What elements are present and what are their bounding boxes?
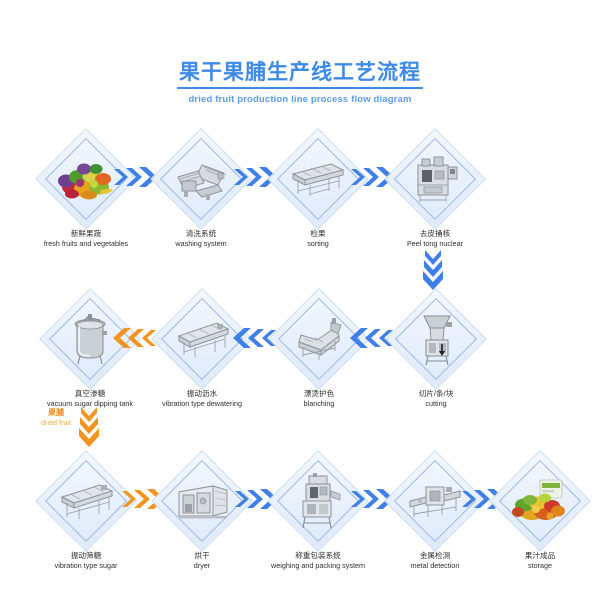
arrow-row2-3	[350, 325, 394, 351]
node-caption-cn: 检果	[310, 229, 326, 238]
peeling-machine-icon	[403, 147, 467, 211]
diamond-frame	[267, 128, 369, 230]
fruit-pile-icon	[54, 147, 118, 211]
node-caption: 切片/条/块 cutting	[390, 389, 482, 409]
node-caption-cn: 新鲜果蔬	[70, 229, 102, 238]
node-sorting[interactable]: 检果 sorting	[267, 128, 369, 248]
cutting-machine-icon	[404, 307, 468, 371]
node-caption-cn: 振动沥水	[186, 389, 218, 398]
node-caption: 称重包装系统 weighing and packing system	[248, 551, 388, 571]
diamond-frame	[39, 288, 141, 390]
node-vibration-type-sugar[interactable]: 振动筛糖 vibration type sugar	[35, 450, 137, 570]
diamond-frame	[489, 450, 591, 552]
dried-fruit-label-cn: 果脯	[48, 408, 64, 417]
node-peel-tong-nuclear[interactable]: 去皮捅核 Peel tong nuclear	[384, 128, 486, 248]
packaged-product-icon	[508, 469, 572, 533]
node-caption: 金属检测 metal detection	[389, 551, 481, 571]
node-caption: 检果 sorting	[272, 229, 364, 249]
node-caption-en: weighing and packing system	[271, 561, 365, 570]
node-blanching[interactable]: 漂烫护色 blanching	[268, 288, 370, 408]
arrow-row1-1	[112, 164, 156, 190]
diamond-frame	[384, 128, 486, 230]
node-fresh-fruits-and-vegetables[interactable]: 新鲜果蔬 fresh fruits and vegetables	[35, 128, 137, 248]
node-caption-cn: 果汁成品	[524, 551, 556, 560]
node-caption: 清洗系统 washing system	[155, 229, 247, 249]
node-caption-cn: 去皮捅核	[419, 229, 451, 238]
node-dryer[interactable]: 烘干 dryer	[151, 450, 253, 570]
node-vibration-type-dewatering[interactable]: 振动沥水 vibration type dewatering	[151, 288, 253, 408]
diamond-frame	[151, 288, 253, 390]
node-caption: 新鲜果蔬 fresh fruits and vegetables	[16, 229, 156, 249]
washing-machine-icon	[169, 147, 233, 211]
node-caption-cn: 真空渗糖	[74, 389, 106, 398]
diamond-frame	[35, 450, 137, 552]
node-caption-en: Peel tong nuclear	[407, 239, 463, 248]
arrow-row2-2	[233, 325, 277, 351]
node-caption-cn: 烘干	[194, 551, 210, 560]
node-caption: 振动筛糖 vibration type sugar	[16, 551, 156, 571]
dried-fruit-label-en: dried fruit	[41, 418, 71, 427]
diamond-frame	[384, 450, 486, 552]
sorting-conveyor-icon	[286, 147, 350, 211]
diamond-frame	[151, 450, 253, 552]
diamond-frame	[268, 288, 370, 390]
node-caption: 果汁成品 storage	[494, 551, 586, 571]
metal-detector-icon	[403, 469, 467, 533]
diamond-frame	[385, 288, 487, 390]
node-washing-system[interactable]: 清洗系统 washing system	[150, 128, 252, 248]
node-weighing-and-packing-system[interactable]: 称重包装系统 weighing and packing system	[267, 450, 369, 570]
node-caption-cn: 清洗系统	[185, 229, 217, 238]
node-caption-en: sorting	[307, 239, 329, 248]
connector-row1-row2	[420, 248, 446, 290]
node-caption: 去皮捅核 Peel tong nuclear	[365, 229, 505, 249]
node-caption-en: storage	[528, 561, 552, 570]
node-caption-en: cutting	[425, 399, 447, 408]
node-caption-cn: 金属检测	[419, 551, 451, 560]
node-caption-en: vibration type sugar	[54, 561, 118, 570]
node-caption-en: vacuum sugar dipping tank	[47, 399, 133, 408]
node-caption-cn: 漂烫护色	[303, 389, 335, 398]
node-caption-cn: 振动筛糖	[70, 551, 102, 560]
node-caption-en: dryer	[193, 561, 211, 570]
node-metal-detection[interactable]: 金属检测 metal detection	[384, 450, 486, 570]
node-caption-en: washing system	[175, 239, 227, 248]
connector-row2-row3	[76, 405, 102, 447]
dried-fruit-label: 果脯 dried fruit	[28, 408, 84, 428]
page-title-en: dried fruit production line process flow…	[188, 94, 412, 105]
node-caption-en: vibration type dewatering	[162, 399, 242, 408]
node-caption: 真空渗糖 vacuum sugar dipping tank	[20, 389, 160, 409]
node-caption-en: blanching	[303, 399, 335, 408]
diamond-frame	[267, 450, 369, 552]
diamond-frame	[150, 128, 252, 230]
vacuum-tank-icon	[58, 307, 122, 371]
node-caption-cn: 称重包装系统	[295, 551, 341, 560]
node-caption: 振动沥水 vibration type dewatering	[132, 389, 272, 409]
node-caption-en: fresh fruits and vegetables	[43, 239, 129, 248]
node-cutting[interactable]: 切片/条/块 cutting	[385, 288, 487, 408]
packing-machine-icon	[286, 469, 350, 533]
page-title-cn: 果干果脯生产线工艺流程	[177, 60, 423, 89]
node-caption: 漂烫护色 blanching	[273, 389, 365, 409]
node-storage[interactable]: 果汁成品 storage	[489, 450, 591, 570]
arrow-row2-1	[113, 325, 157, 351]
node-caption: 烘干 dryer	[156, 551, 248, 571]
diamond-frame	[35, 128, 137, 230]
node-caption-en: metal detection	[410, 561, 460, 570]
sugar-sieve-icon	[54, 469, 118, 533]
dewatering-conveyor-icon	[170, 307, 234, 371]
dryer-room-icon	[170, 469, 234, 533]
node-caption-cn: 切片/条/块	[418, 389, 454, 398]
node-vacuum-sugar-dipping-tank[interactable]: 真空渗糖 vacuum sugar dipping tank	[39, 288, 141, 408]
blanching-machine-icon	[287, 307, 351, 371]
page-title: 果干果脯生产线工艺流程 dried fruit production line …	[0, 60, 600, 105]
